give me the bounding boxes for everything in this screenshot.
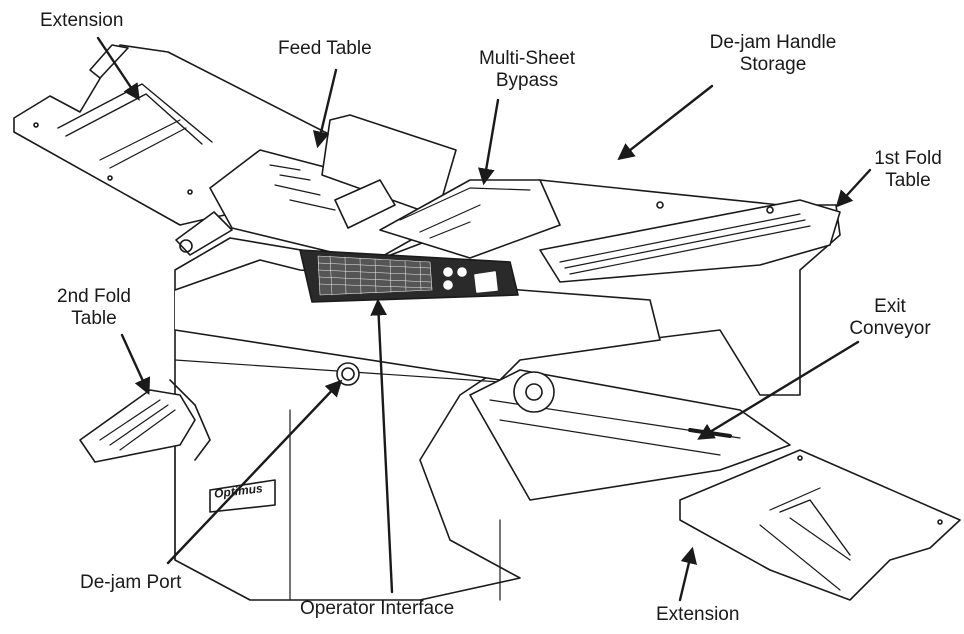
feed-table bbox=[175, 114, 457, 263]
dejam-port-shape bbox=[336, 362, 360, 386]
label-exit-conveyor: Exit Conveyor bbox=[849, 296, 931, 339]
arrow-dejam-storage bbox=[617, 84, 714, 161]
label-first-fold-table: 1st Fold Table bbox=[874, 148, 942, 191]
label-feed-table: Feed Table bbox=[278, 38, 372, 59]
arrow-multi-sheet bbox=[477, 98, 500, 186]
label-dejam-port: De-jam Port bbox=[80, 572, 182, 593]
label-second-fold-table: 2nd Fold Table bbox=[57, 286, 131, 329]
operator-panel bbox=[299, 249, 519, 303]
callout-arrows bbox=[96, 36, 872, 602]
first-fold-table bbox=[539, 199, 841, 283]
brand-plate bbox=[209, 479, 276, 513]
label-dejam-handle-storage: De-jam Handle Storage bbox=[709, 32, 837, 75]
arrow-feed-table bbox=[312, 68, 338, 149]
label-operator-interface: Operator Interface bbox=[300, 598, 455, 619]
bottom-extension-tray bbox=[679, 449, 961, 601]
label-multi-sheet-bypass: Multi-Sheet Bypass bbox=[478, 48, 576, 91]
arrow-exit-conveyor bbox=[697, 340, 860, 440]
arrow-extension-top bbox=[96, 36, 140, 101]
arrow-second-fold bbox=[120, 333, 151, 396]
arrow-operator-interface bbox=[370, 298, 394, 594]
multi-sheet-bypass bbox=[379, 179, 561, 259]
arrow-extension-bottom bbox=[678, 546, 698, 602]
arrow-dejam-port bbox=[166, 379, 343, 565]
label-extension-top: Extension bbox=[40, 10, 124, 31]
label-extension-bottom: Extension bbox=[656, 604, 740, 625]
arrow-first-fold bbox=[835, 168, 872, 208]
